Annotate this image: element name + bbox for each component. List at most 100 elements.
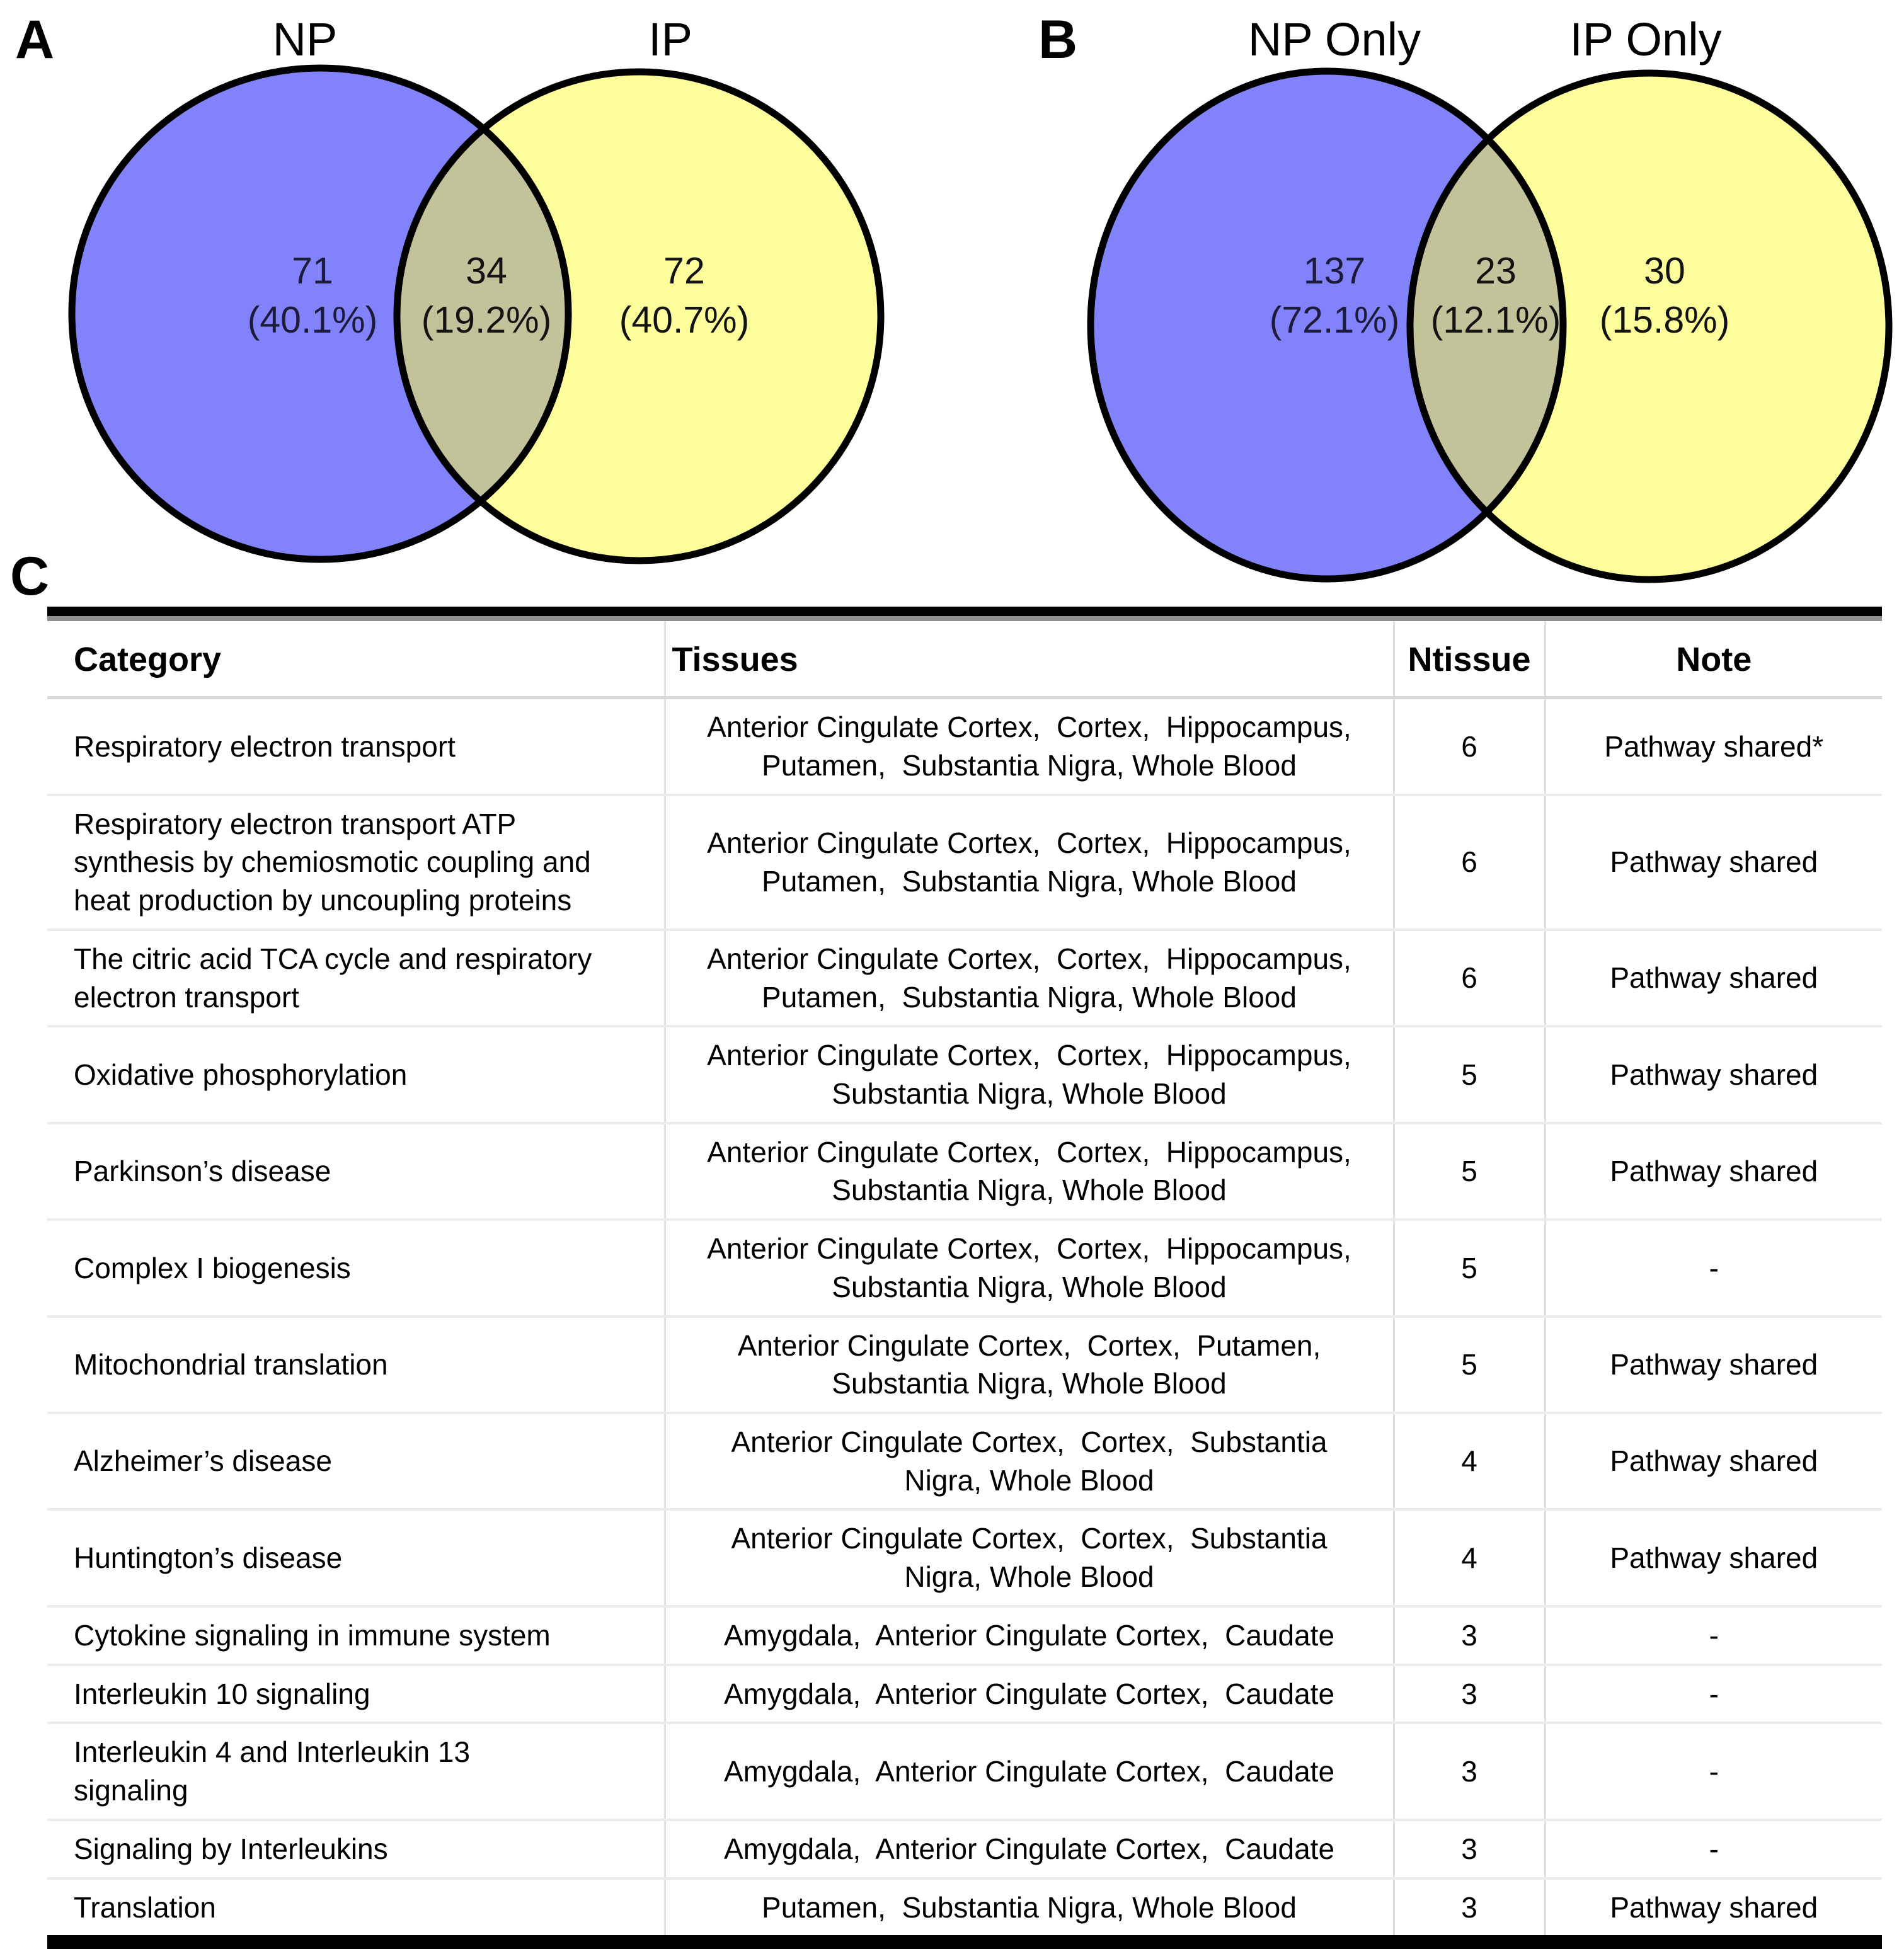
pathway-table-section: Category Tissues Ntissue Note Respirator… <box>47 607 1882 1949</box>
cell-ntissue: 3 <box>1392 1664 1545 1723</box>
cell-ntissue: 5 <box>1392 1316 1545 1414</box>
cell-tissues: Anterior Cingulate Cortex, Cortex, Putam… <box>663 1316 1394 1414</box>
cell-tissues: Anterior Cingulate Cortex, Cortex, Hippo… <box>663 929 1394 1027</box>
venn-b-left-outline <box>1087 67 1567 583</box>
table-row: Complex I biogenesis Anterior Cingulate … <box>47 1220 1882 1317</box>
table-row: Interleukin 10 signaling Amygdala, Anter… <box>47 1664 1882 1723</box>
venn-b-left-label: NP Only <box>1248 13 1421 66</box>
table-bottom-border <box>47 1935 1882 1949</box>
cell-category: Complex I biogenesis <box>74 1251 351 1284</box>
header-note: Note <box>1544 621 1882 698</box>
cell-tissues: Anterior Cingulate Cortex, Cortex, Subst… <box>663 1413 1394 1510</box>
cell-ntissue: 3 <box>1392 1878 1545 1936</box>
cell-note: - <box>1544 1819 1882 1878</box>
venn-a-left-outline <box>68 64 572 563</box>
table-top-border-shadow <box>47 616 1882 621</box>
panel-a-letter: A <box>15 9 54 70</box>
cell-ntissue: 4 <box>1392 1509 1545 1606</box>
table-row: Respiratory electron transport ATP synth… <box>47 794 1882 930</box>
venn-b-left-count: 137 <box>1304 250 1365 292</box>
cell-ntissue: 4 <box>1392 1413 1545 1510</box>
header-tissues: Tissues <box>663 621 1394 698</box>
table-row: Oxidative phosphorylation Anterior Cingu… <box>47 1026 1882 1123</box>
panel-c-letter: C <box>10 546 49 600</box>
cell-tissues: Putamen, Substantia Nigra, Whole Blood <box>663 1878 1394 1936</box>
cell-tissues: Anterior Cingulate Cortex, Cortex, Hippo… <box>663 1220 1394 1317</box>
header-ntissue: Ntissue <box>1392 621 1545 698</box>
cell-ntissue: 5 <box>1392 1220 1545 1317</box>
cell-ntissue: 3 <box>1392 1606 1545 1665</box>
cell-note: - <box>1544 1723 1882 1820</box>
venn-diagrams-svg: A B C NP IP 71 (40.1%) 34 (19.2%) 72 (40… <box>10 9 1893 607</box>
cell-tissues: Anterior Cingulate Cortex, Cortex, Hippo… <box>663 697 1394 795</box>
table-row: Alzheimer’s disease Anterior Cingulate C… <box>47 1413 1882 1510</box>
cell-tissues: Anterior Cingulate Cortex, Cortex, Subst… <box>663 1509 1394 1606</box>
venn-a-right-count: 72 <box>663 250 705 292</box>
cell-category: Huntington’s disease <box>74 1541 343 1574</box>
cell-category: Signaling by Interleukins <box>74 1832 388 1865</box>
venn-b-right-count: 30 <box>1644 250 1685 292</box>
cell-tissues: Amygdala, Anterior Cingulate Cortex, Cau… <box>663 1606 1394 1665</box>
cell-category: Interleukin 4 and Interleukin 13 signali… <box>74 1735 471 1807</box>
table-top-border <box>47 607 1882 616</box>
cell-note: Pathway shared* <box>1544 697 1882 795</box>
panel-b-letter: B <box>1038 9 1077 70</box>
cell-note: - <box>1544 1220 1882 1317</box>
table-row: Huntington’s disease Anterior Cingulate … <box>47 1509 1882 1606</box>
table-row: Translation Putamen, Substantia Nigra, W… <box>47 1878 1882 1936</box>
venn-a-overlap-count: 34 <box>466 250 507 292</box>
venn-b-right-pct: (15.8%) <box>1600 299 1730 341</box>
table-row: The citric acid TCA cycle and respirator… <box>47 929 1882 1027</box>
venn-a-left-pct: (40.1%) <box>248 299 378 341</box>
cell-note: - <box>1544 1664 1882 1723</box>
cell-ntissue: 3 <box>1392 1723 1545 1820</box>
cell-note: Pathway shared <box>1544 1413 1882 1510</box>
pathway-table: Category Tissues Ntissue Note Respirator… <box>47 621 1882 1936</box>
cell-category: Cytokine signaling in immune system <box>74 1618 551 1652</box>
cell-note: Pathway shared <box>1544 1026 1882 1123</box>
cell-note: Pathway shared <box>1544 1123 1882 1220</box>
venn-a-overlap-region <box>397 72 568 559</box>
venn-a-left-count: 71 <box>292 250 333 292</box>
venn-b-right-outline <box>1406 69 1893 583</box>
venn-b-left-pct: (72.1%) <box>1270 299 1400 341</box>
cell-note: Pathway shared <box>1544 1878 1882 1936</box>
venn-a-right-label: IP <box>648 13 692 66</box>
table-row: Cytokine signaling in immune system Amyg… <box>47 1606 1882 1665</box>
venn-b-overlap-pct: (12.1%) <box>1431 299 1561 341</box>
header-category: Category <box>74 641 222 678</box>
cell-category: Oxidative phosphorylation <box>74 1058 408 1091</box>
cell-ntissue: 6 <box>1392 794 1545 930</box>
table-row: Signaling by Interleukins Amygdala, Ante… <box>47 1819 1882 1878</box>
cell-tissues: Amygdala, Anterior Cingulate Cortex, Cau… <box>663 1723 1394 1820</box>
cell-ntissue: 5 <box>1392 1026 1545 1123</box>
cell-tissues: Amygdala, Anterior Cingulate Cortex, Cau… <box>663 1819 1394 1878</box>
cell-ntissue: 3 <box>1392 1819 1545 1878</box>
cell-note: Pathway shared <box>1544 1509 1882 1606</box>
cell-category: Translation <box>74 1890 216 1924</box>
cell-tissues: Anterior Cingulate Cortex, Cortex, Hippo… <box>663 1123 1394 1220</box>
venn-b-right-label: IP Only <box>1569 13 1721 66</box>
cell-tissues: Anterior Cingulate Cortex, Cortex, Hippo… <box>663 794 1394 930</box>
cell-note: Pathway shared <box>1544 1316 1882 1414</box>
cell-category: Interleukin 10 signaling <box>74 1677 370 1710</box>
venn-a-overlap-pct: (19.2%) <box>422 299 552 341</box>
cell-category: Mitochondrial translation <box>74 1347 388 1381</box>
venn-a-right-outline <box>393 68 885 564</box>
table-row: Respiratory electron transport Anterior … <box>47 697 1882 795</box>
cell-category: Alzheimer’s disease <box>74 1444 332 1478</box>
cell-ntissue: 6 <box>1392 929 1545 1027</box>
cell-category: Respiratory electron transport <box>74 729 456 763</box>
venn-a-left-label: NP <box>273 13 338 66</box>
cell-ntissue: 6 <box>1392 697 1545 795</box>
cell-tissues: Amygdala, Anterior Cingulate Cortex, Cau… <box>663 1664 1394 1723</box>
table-row: Interleukin 4 and Interleukin 13 signali… <box>47 1723 1882 1820</box>
cell-note: Pathway shared <box>1544 794 1882 930</box>
cell-tissues: Anterior Cingulate Cortex, Cortex, Hippo… <box>663 1026 1394 1123</box>
cell-note: Pathway shared <box>1544 929 1882 1027</box>
cell-category: Parkinson’s disease <box>74 1155 331 1188</box>
cell-category: Respiratory electron transport ATP synth… <box>74 807 591 917</box>
venn-a-right-pct: (40.7%) <box>619 299 750 341</box>
cell-ntissue: 5 <box>1392 1123 1545 1220</box>
